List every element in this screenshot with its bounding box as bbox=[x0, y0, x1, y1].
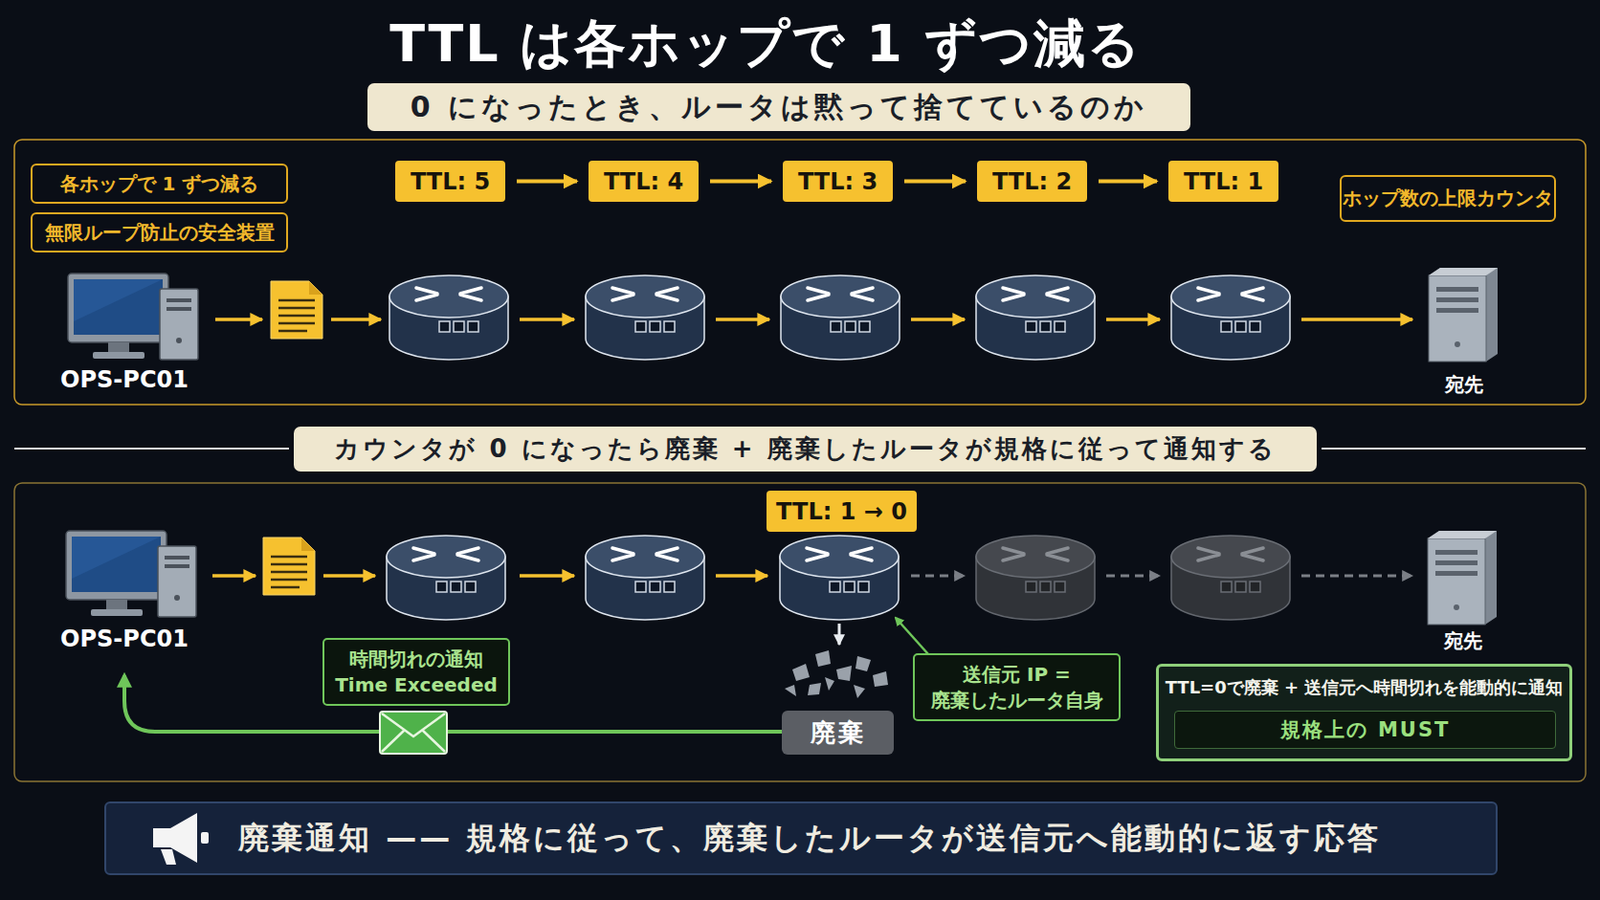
divider-line bbox=[14, 447, 289, 450]
pc-icon bbox=[66, 531, 197, 618]
rule-box: TTL=0で廃棄 + 送信元へ時間切れを能動的に通知規格上の MUST bbox=[1155, 664, 1573, 762]
flow-arrows bbox=[212, 574, 768, 578]
node-text: カウンタが 0 になったら廃棄 + 廃棄したルータが規格に従って通知する bbox=[333, 432, 1276, 467]
device-label: OPS-PC01 bbox=[60, 366, 189, 394]
node-text: 時間切れの通知 Time Exceeded bbox=[330, 646, 503, 699]
node-text: TTL: 1 bbox=[1183, 168, 1264, 196]
top-panel bbox=[14, 139, 1586, 405]
device-label: 宛先 bbox=[1444, 372, 1484, 399]
device-label: 宛先 bbox=[1444, 628, 1483, 655]
server-icon bbox=[1427, 531, 1497, 625]
must-box: 規格上の MUST bbox=[1174, 711, 1556, 750]
router-icon bbox=[386, 535, 506, 621]
node-text: TTL: 2 bbox=[992, 168, 1072, 196]
dashed-arrows bbox=[911, 575, 1413, 578]
node-text: 0 になったとき、ルータは黙って捨てているのか bbox=[410, 88, 1148, 128]
note-box: 各ホップで 1 ずつ減る bbox=[30, 163, 289, 204]
device-label: OPS-PC01 bbox=[60, 625, 189, 653]
note-box: 無限ループ防止の安全装置 bbox=[30, 212, 289, 253]
node-text: 規格上の MUST bbox=[1280, 716, 1451, 744]
node-text: 無限ループ防止の安全装置 bbox=[44, 220, 275, 246]
node-text: 廃棄通知 —— 規格に従って、廃棄したルータが送信元へ能動的に返す応答 bbox=[238, 818, 1381, 861]
diagram-title: TTL は各ホップで 1 ずつ減る bbox=[0, 9, 1532, 80]
divider-line bbox=[1321, 447, 1586, 450]
packet-icon bbox=[263, 537, 315, 596]
node-text: TTL: 4 bbox=[603, 168, 684, 196]
flow-arrow bbox=[1098, 179, 1157, 184]
node-text: 廃棄 bbox=[810, 716, 867, 751]
ttl-box: TTL: 1 bbox=[1168, 160, 1279, 202]
note-box: ホップ数の上限カウンタ bbox=[1339, 175, 1556, 223]
router-icon bbox=[389, 275, 509, 360]
router-icon-inactive bbox=[1171, 535, 1290, 621]
flow-arrow bbox=[710, 179, 772, 184]
router-icon bbox=[780, 275, 900, 360]
router-icon bbox=[1171, 275, 1290, 360]
router-icon bbox=[585, 535, 705, 621]
router-icon-inactive bbox=[976, 535, 1095, 621]
leader-line bbox=[895, 618, 929, 655]
server-icon bbox=[1428, 267, 1498, 362]
ttl-box: TTL: 5 bbox=[395, 160, 506, 202]
ttl-box: TTL: 4 bbox=[588, 160, 699, 202]
bottom-panel bbox=[14, 483, 1586, 782]
node-text: TTL: 5 bbox=[410, 168, 490, 196]
node-text: TTL: 3 bbox=[798, 168, 878, 196]
router-glow bbox=[776, 528, 903, 628]
pc-icon bbox=[67, 273, 199, 360]
router-icon-highlight bbox=[779, 535, 899, 621]
drop-arrow bbox=[838, 623, 842, 645]
node-text: 送信元 IP = 廃棄したルータ自身 bbox=[920, 662, 1113, 714]
router-icon bbox=[585, 275, 705, 360]
node-text: TTL=0で廃棄 + 送信元へ時間切れを能動的に通知 bbox=[1165, 676, 1564, 700]
section-banner: カウンタが 0 になったら廃棄 + 廃棄したルータが規格に従って通知する bbox=[293, 426, 1317, 472]
ttl-box: TTL: 1 → 0 bbox=[766, 490, 917, 533]
ttl-box: TTL: 3 bbox=[782, 160, 893, 202]
ttl-box: TTL: 2 bbox=[977, 160, 1088, 202]
notice-box: 送信元 IP = 廃棄したルータ自身 bbox=[912, 653, 1121, 722]
notice-box: 時間切れの通知 Time Exceeded bbox=[322, 638, 511, 707]
envelope-icon bbox=[379, 711, 447, 755]
flow-arrows bbox=[215, 317, 1413, 322]
flow-arrow bbox=[904, 179, 966, 184]
discard-box: 廃棄 bbox=[781, 711, 894, 756]
flow-arrow bbox=[516, 179, 578, 184]
node-text: TTL: 1 → 0 bbox=[776, 498, 908, 526]
summary-band: 廃棄通知 —— 規格に従って、廃棄したルータが送信元へ能動的に返す応答 bbox=[104, 801, 1498, 876]
router-icon bbox=[976, 275, 1095, 360]
node-text: 各ホップで 1 ずつ減る bbox=[60, 171, 260, 198]
packet-icon bbox=[270, 281, 323, 339]
node-text: ホップ数の上限カウンタ bbox=[1342, 185, 1554, 212]
question-banner: 0 になったとき、ルータは黙って捨てているのか bbox=[367, 83, 1191, 132]
debris bbox=[784, 650, 889, 699]
